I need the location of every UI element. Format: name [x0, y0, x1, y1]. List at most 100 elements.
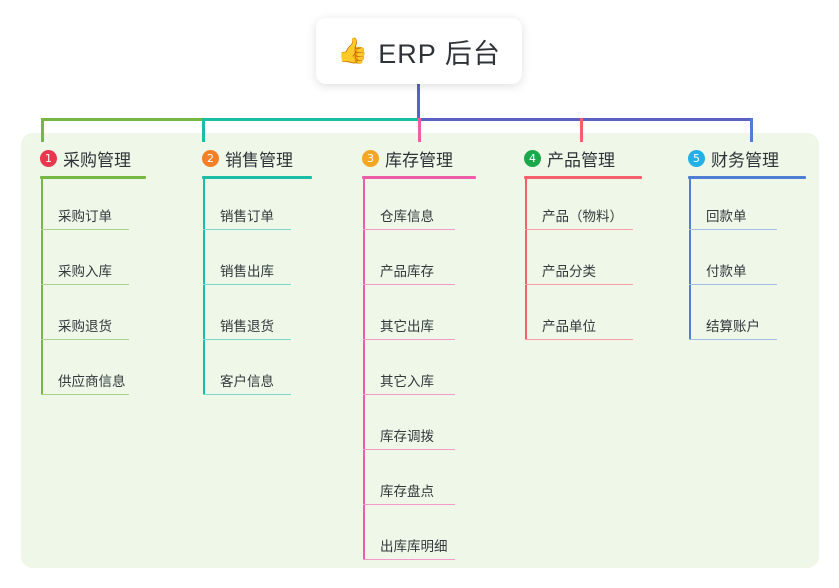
- column-spine-line: [525, 179, 527, 340]
- column-spine-line: [363, 179, 365, 560]
- connector-bar-segment-2: [202, 118, 421, 121]
- list-item-label: 结算账户: [706, 319, 760, 334]
- list-item[interactable]: 产品（物料）: [524, 179, 642, 234]
- list-item-label: 回款单: [706, 209, 747, 224]
- column-header-1[interactable]: 1 采购管理: [40, 146, 146, 170]
- list-item-label: 销售退货: [220, 319, 274, 334]
- list-item-rule: [689, 228, 777, 230]
- list-item-rule: [363, 503, 455, 505]
- list-item[interactable]: 出库库明细: [362, 509, 476, 564]
- root-node[interactable]: 👍 ERP 后台: [316, 18, 522, 84]
- list-item[interactable]: 回款单: [688, 179, 806, 234]
- column-header-rule: [202, 176, 312, 179]
- list-item[interactable]: 库存盘点: [362, 454, 476, 509]
- list-item[interactable]: 付款单: [688, 234, 806, 289]
- list-item-rule: [363, 448, 455, 450]
- list-item-label: 付款单: [706, 264, 747, 279]
- list-item[interactable]: 产品分类: [524, 234, 642, 289]
- thumbs-up-icon: 👍: [337, 36, 369, 65]
- column-spine-line: [41, 179, 43, 395]
- list-item-label: 产品分类: [542, 264, 596, 279]
- column-spine-line: [203, 179, 205, 395]
- list-item-label: 产品（物料）: [542, 209, 623, 224]
- column-header-rule: [524, 176, 642, 179]
- column-badge-icon-1: 1: [40, 149, 57, 167]
- list-item-rule: [41, 338, 129, 340]
- root-title: ERP 后台: [378, 38, 501, 69]
- column-spine-line: [689, 179, 691, 340]
- list-item-rule: [41, 283, 129, 285]
- list-item-label: 仓库信息: [380, 209, 434, 224]
- list-item-label: 产品单位: [542, 319, 596, 334]
- list-item-rule: [363, 283, 455, 285]
- list-item-rule: [525, 338, 633, 340]
- column-items: 仓库信息产品库存其它出库其它入库库存调拨库存盘点出库库明细: [362, 179, 476, 564]
- column-badge-icon-3: 3: [362, 149, 379, 167]
- diagram-background-panel: [21, 133, 819, 568]
- column-header-rule: [688, 176, 806, 179]
- column-header-4[interactable]: 4 产品管理: [524, 146, 642, 170]
- list-item-label: 销售出库: [220, 264, 274, 279]
- column-title: 财务管理: [711, 150, 779, 170]
- column-title: 采购管理: [63, 150, 131, 170]
- root-stem-line: [417, 84, 420, 121]
- column-title: 库存管理: [385, 150, 453, 170]
- list-item[interactable]: 采购入库: [40, 234, 146, 289]
- column-产品管理: 4 产品管理产品（物料） 产品分类产品单位: [524, 146, 642, 344]
- list-item-label: 供应商信息: [58, 374, 126, 389]
- list-item[interactable]: 其它入库: [362, 344, 476, 399]
- column-库存管理: 3 库存管理仓库信息产品库存其它出库其它入库库存调拨库存盘点出库库明细: [362, 146, 476, 564]
- list-item-label: 其它入库: [380, 374, 434, 389]
- list-item[interactable]: 结算账户: [688, 289, 806, 344]
- column-采购管理: 1 采购管理采购订单采购入库采购退货供应商信息: [40, 146, 146, 399]
- list-item-rule: [525, 283, 633, 285]
- connector-drop-4: [580, 118, 583, 142]
- column-badge-icon-5: 5: [688, 149, 705, 167]
- list-item[interactable]: 销售订单: [202, 179, 312, 234]
- connector-bar-segment-3: [418, 118, 753, 121]
- list-item-rule: [363, 338, 455, 340]
- column-title: 销售管理: [225, 150, 293, 170]
- connector-bar-segment-1: [41, 118, 205, 121]
- column-header-rule: [40, 176, 146, 179]
- list-item-rule: [363, 393, 455, 395]
- connector-drop-5: [750, 118, 753, 142]
- list-item-label: 采购退货: [58, 319, 112, 334]
- list-item[interactable]: 供应商信息: [40, 344, 146, 399]
- column-header-3[interactable]: 3 库存管理: [362, 146, 476, 170]
- connector-drop-2: [202, 118, 205, 142]
- column-items: 销售订单销售出库销售退货客户信息: [202, 179, 312, 399]
- list-item-rule: [363, 228, 455, 230]
- connector-drop-3: [418, 118, 421, 142]
- list-item-rule: [689, 283, 777, 285]
- list-item[interactable]: 采购退货: [40, 289, 146, 344]
- list-item[interactable]: 销售出库: [202, 234, 312, 289]
- list-item-label: 库存盘点: [380, 484, 434, 499]
- list-item[interactable]: 产品库存: [362, 234, 476, 289]
- list-item[interactable]: 仓库信息: [362, 179, 476, 234]
- column-items: 回款单付款单结算账户: [688, 179, 806, 344]
- list-item-rule: [203, 283, 291, 285]
- column-items: 采购订单采购入库采购退货供应商信息: [40, 179, 146, 399]
- list-item[interactable]: 产品单位: [524, 289, 642, 344]
- list-item[interactable]: 库存调拨: [362, 399, 476, 454]
- column-header-5[interactable]: 5 财务管理: [688, 146, 806, 170]
- list-item[interactable]: 采购订单: [40, 179, 146, 234]
- column-badge-icon-4: 4: [524, 149, 541, 167]
- list-item-rule: [525, 228, 633, 230]
- list-item-label: 出库库明细: [380, 539, 448, 554]
- list-item-label: 库存调拨: [380, 429, 434, 444]
- column-items: 产品（物料） 产品分类产品单位: [524, 179, 642, 344]
- list-item-rule: [363, 558, 455, 560]
- list-item[interactable]: 销售退货: [202, 289, 312, 344]
- list-item[interactable]: 客户信息: [202, 344, 312, 399]
- list-item-label: 采购订单: [58, 209, 112, 224]
- list-item-label: 销售订单: [220, 209, 274, 224]
- column-title: 产品管理: [547, 150, 615, 170]
- list-item[interactable]: 其它出库: [362, 289, 476, 344]
- list-item-rule: [689, 338, 777, 340]
- list-item-rule: [203, 393, 291, 395]
